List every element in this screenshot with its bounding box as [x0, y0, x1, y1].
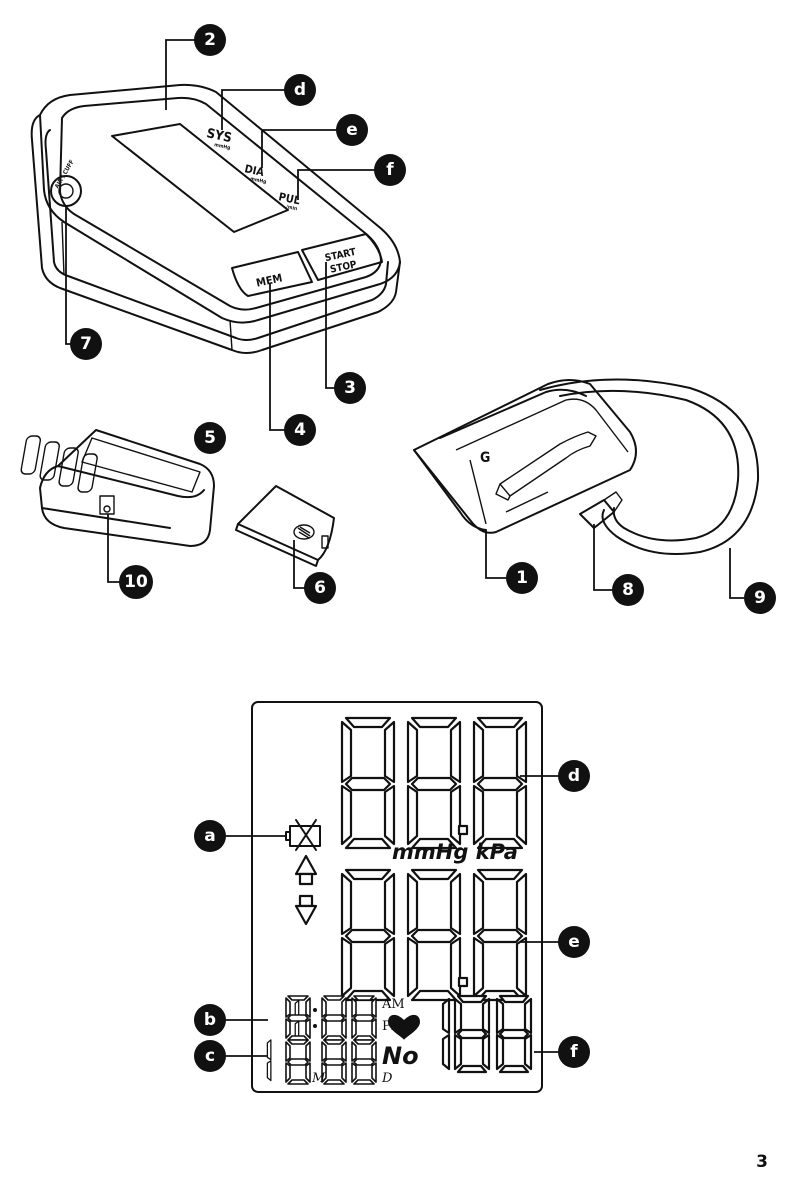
callout-badge-9: 9 — [744, 582, 776, 614]
callout-badge-7: 7 — [70, 328, 102, 360]
callout-badge-a: a — [194, 820, 226, 852]
arm-cuff: G — [413, 378, 760, 555]
svg-text:b: b — [204, 1010, 216, 1030]
svg-text:5: 5 — [204, 428, 216, 448]
svg-text:c: c — [205, 1046, 215, 1066]
screen-label-pul-unit: /min — [286, 204, 298, 212]
svg-text:6: 6 — [314, 578, 326, 598]
callout-badge-e-device: e — [336, 114, 368, 146]
lcd-day-marker: D — [381, 1071, 393, 1086]
callout-badge-d-device: d — [284, 74, 316, 106]
callout-badge-10: 10 — [119, 565, 153, 599]
callout-badge-f-device: f — [374, 154, 406, 186]
air-cuff-port[interactable] — [50, 175, 82, 207]
svg-text:4: 4 — [294, 420, 306, 440]
lcd-time-digits — [285, 995, 377, 1042]
mem-button[interactable] — [231, 251, 313, 297]
device-screen — [111, 123, 289, 233]
lcd-units-label: mmHg kPa — [392, 840, 518, 864]
svg-text:10: 10 — [124, 572, 148, 592]
callout-badge-3: 3 — [334, 372, 366, 404]
start-stop-button[interactable] — [301, 233, 383, 281]
cuff-marker-icon: G — [480, 450, 490, 466]
callout-badge-4: 4 — [284, 414, 316, 446]
low-battery-icon — [285, 819, 321, 851]
callout-badge-c: c — [194, 1040, 226, 1072]
mem-button-label: MEM — [255, 271, 284, 289]
inflate-up-arrow-icon — [294, 854, 318, 886]
callout-badge-8: 8 — [612, 574, 644, 606]
lid-latch-icon — [293, 524, 315, 540]
deflate-down-arrow-icon — [294, 894, 318, 926]
screen-label-dia: DIA — [243, 162, 265, 179]
callout-badge-b: b — [194, 1004, 226, 1036]
battery-compartment — [20, 429, 215, 547]
page-number: 3 — [756, 1152, 768, 1172]
lcd-no-label: No — [382, 1042, 419, 1070]
hose-connector[interactable] — [579, 499, 615, 529]
lcd-am-label: AM — [381, 997, 405, 1012]
battery-lid[interactable] — [235, 485, 335, 567]
lcd-display: mmHg kPa — [251, 701, 543, 1093]
callout-badge-1: 1 — [506, 562, 538, 594]
lcd-dia-digits — [340, 868, 528, 1002]
svg-text:d: d — [568, 766, 580, 786]
lcd-sys-digits — [340, 716, 528, 850]
callout-badge-d-lcd: d — [558, 760, 590, 792]
screen-label-dia-unit: mmHg — [250, 176, 267, 185]
svg-text:9: 9 — [754, 588, 766, 608]
callout-badge-e-lcd: e — [558, 926, 590, 958]
svg-text:f: f — [570, 1042, 578, 1062]
callout-badge-6: 6 — [304, 572, 336, 604]
lcd-month-marker: M — [311, 1071, 326, 1086]
svg-text:e: e — [346, 120, 358, 140]
screen-label-pul: PUL — [277, 190, 302, 207]
power-jack[interactable] — [103, 505, 111, 513]
screen-label-sys: SYS — [205, 126, 233, 146]
screen-label-sys-unit: mmHg — [214, 142, 231, 151]
svg-text:a: a — [204, 826, 215, 846]
svg-text:2: 2 — [204, 30, 216, 50]
callout-badge-5: 5 — [194, 422, 226, 454]
side-port-label: AIR / CUFF — [54, 158, 76, 189]
svg-text:d: d — [294, 80, 306, 100]
svg-text:8: 8 — [622, 580, 634, 600]
svg-text:1: 1 — [516, 568, 528, 588]
callout-leaders — [65, 39, 744, 1057]
lcd-memory-digits — [441, 994, 533, 1074]
svg-text:e: e — [568, 932, 580, 952]
callout-badge-2: 2 — [194, 24, 226, 56]
svg-text:7: 7 — [80, 334, 92, 354]
svg-text:3: 3 — [344, 378, 356, 398]
svg-text:f: f — [386, 160, 394, 180]
heart-icon — [388, 1014, 420, 1040]
callout-badge-f-lcd: f — [558, 1036, 590, 1068]
